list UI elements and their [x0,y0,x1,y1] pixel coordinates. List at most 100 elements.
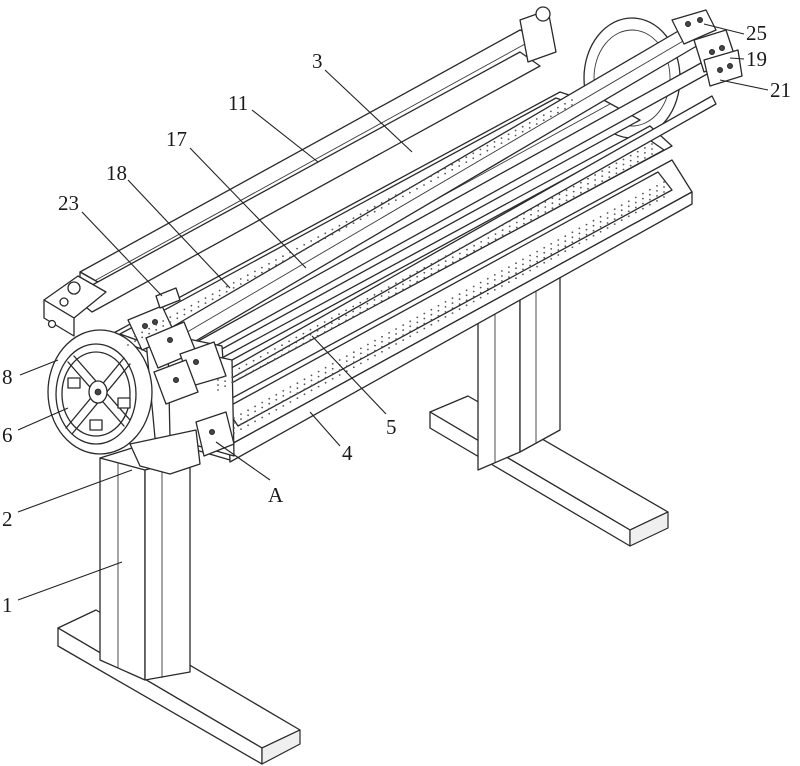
perforation-hole [578,227,581,230]
perforation-hole [360,357,362,360]
perforation-hole [536,250,538,253]
perforation-hole [550,258,553,260]
perforation-hole [437,264,440,266]
perforation-hole [587,182,589,185]
perforation-hole [155,328,158,331]
perforation-hole [366,209,369,212]
perforation-hole [380,290,383,292]
perforation-hole [323,331,326,333]
perforation-hole [295,341,298,344]
perforation-hole [409,330,412,333]
perforation-hole [622,158,625,161]
perforation-hole [608,176,611,179]
perforation-hole [302,332,305,335]
perforation-hole [606,222,609,224]
perforation-hole [380,295,383,297]
perforation-hole [155,323,158,326]
perforation-hole [238,367,241,370]
perforation-hole [437,269,440,271]
perforation-hole [247,419,250,422]
perforation-hole [268,397,271,400]
perforation-holes [127,99,665,434]
perforation-hole [620,219,623,222]
label-3: 3 [312,49,323,73]
perforation-hole [535,118,538,120]
perforation-hole [395,333,397,335]
perforation-hole [458,303,461,306]
perforation-hole [486,144,489,147]
perforation-hole [352,366,355,369]
perforation-hole [444,255,447,258]
perforation-hole [338,323,340,326]
perforation-hole [430,308,433,311]
perforation-hole [550,110,552,113]
perforation-hole [634,201,637,204]
perforation-hole [649,203,651,206]
perforation-hole [465,299,468,302]
perforation-hole [395,282,397,285]
perforation-hole [649,188,651,191]
perforation-hole [558,203,561,206]
perforation-hole [310,374,313,377]
perforation-hole [387,291,390,293]
perforation-hole [246,279,249,282]
perforation-hole [324,376,327,379]
perforation-hole [254,275,256,278]
perforation-hole [225,285,228,288]
perforation-hole [663,196,665,198]
perforation-hole [254,405,256,408]
perforation-hole [331,367,334,370]
perforation-hole [642,207,644,210]
perforation-hole [515,262,517,265]
label-4: 4 [342,441,353,465]
perforation-hole [309,333,312,336]
perforation-hole [565,199,568,202]
perforation-hole [387,286,390,288]
perforation-hole [444,265,447,268]
perforation-hole [268,267,270,270]
perforation-hole [601,170,604,173]
perforation-hole [536,260,538,263]
perforation-hole [444,167,446,170]
perforation-hole [444,316,447,318]
perforation-hole [148,327,151,330]
perforation-hole [494,233,497,236]
perforation-hole [317,236,320,239]
perforation-hole [282,390,285,392]
perforation-hole [275,398,278,401]
perforation-hole [402,195,404,198]
perforation-hole [430,313,433,316]
perforation-hole [479,153,482,156]
perforation-hole [578,237,581,240]
perforation-hole [529,264,531,267]
perforation-hole [275,408,278,411]
perforation-hole [252,369,255,372]
perforation-hole [558,198,561,201]
perforation-hole [409,191,411,194]
perforation-hole [551,202,554,205]
perforation-hole [296,382,299,385]
perforation-hole [310,240,313,242]
perforation-hole [663,181,665,183]
perforation-hole [537,215,540,217]
perforation-hole [550,243,553,245]
perforation-hole [521,130,524,133]
perforation-hole [656,200,658,202]
perforation-hole [169,321,172,323]
perforation-hole [374,339,376,342]
perforation-hole [514,129,517,132]
perforation-hole [303,383,306,386]
perforation-hole [537,205,540,207]
perforation-hole [522,268,524,271]
label-1: 1 [2,593,13,617]
perforation-hole [557,254,560,256]
perforation-hole [395,338,397,340]
perforation-hole [642,202,644,205]
perforation-hole [275,259,277,261]
perforation-hole [493,274,496,276]
perforation-hole [543,246,546,249]
perforation-hole [572,195,575,198]
perforation-hole [634,211,637,214]
perforation-hole [551,197,554,200]
perforation-hole [395,287,397,290]
